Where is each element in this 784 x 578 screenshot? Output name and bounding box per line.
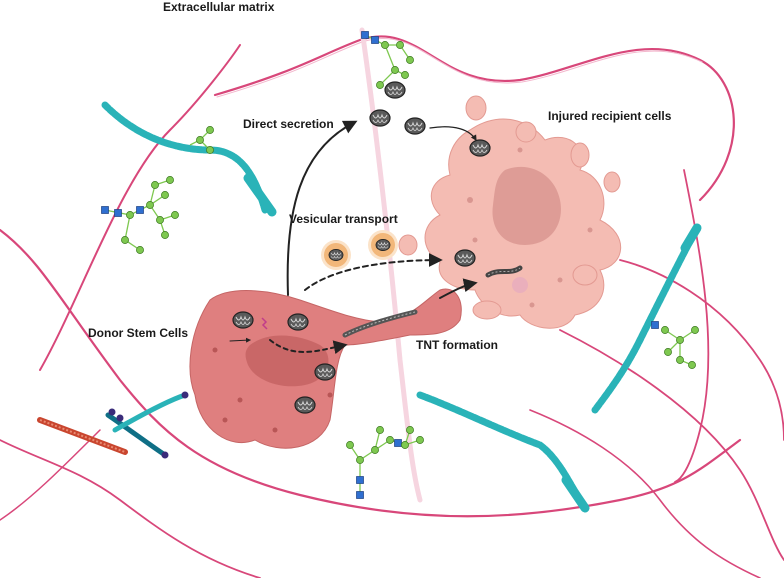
- label-direct-secretion: Direct secretion: [243, 117, 334, 131]
- red-fiber: [37, 417, 128, 455]
- collagen-fibers: [101, 101, 702, 513]
- label-tnt-formation: TNT formation: [416, 338, 498, 352]
- ecm-fibers: [0, 27, 784, 578]
- label-injured-recipient-cells: Injured recipient cells: [548, 109, 672, 123]
- label-vesicular-transport: Vesicular transport: [289, 212, 398, 226]
- vesicle-icon: [321, 230, 398, 270]
- glycan-nodes: [101, 31, 699, 499]
- transfer-arrows: [229, 120, 478, 355]
- recipient-cell: [398, 95, 622, 329]
- label-extracellular-matrix: Extracellular matrix: [163, 0, 275, 14]
- label-donor-stem-cells: Donor Stem Cells: [88, 326, 189, 340]
